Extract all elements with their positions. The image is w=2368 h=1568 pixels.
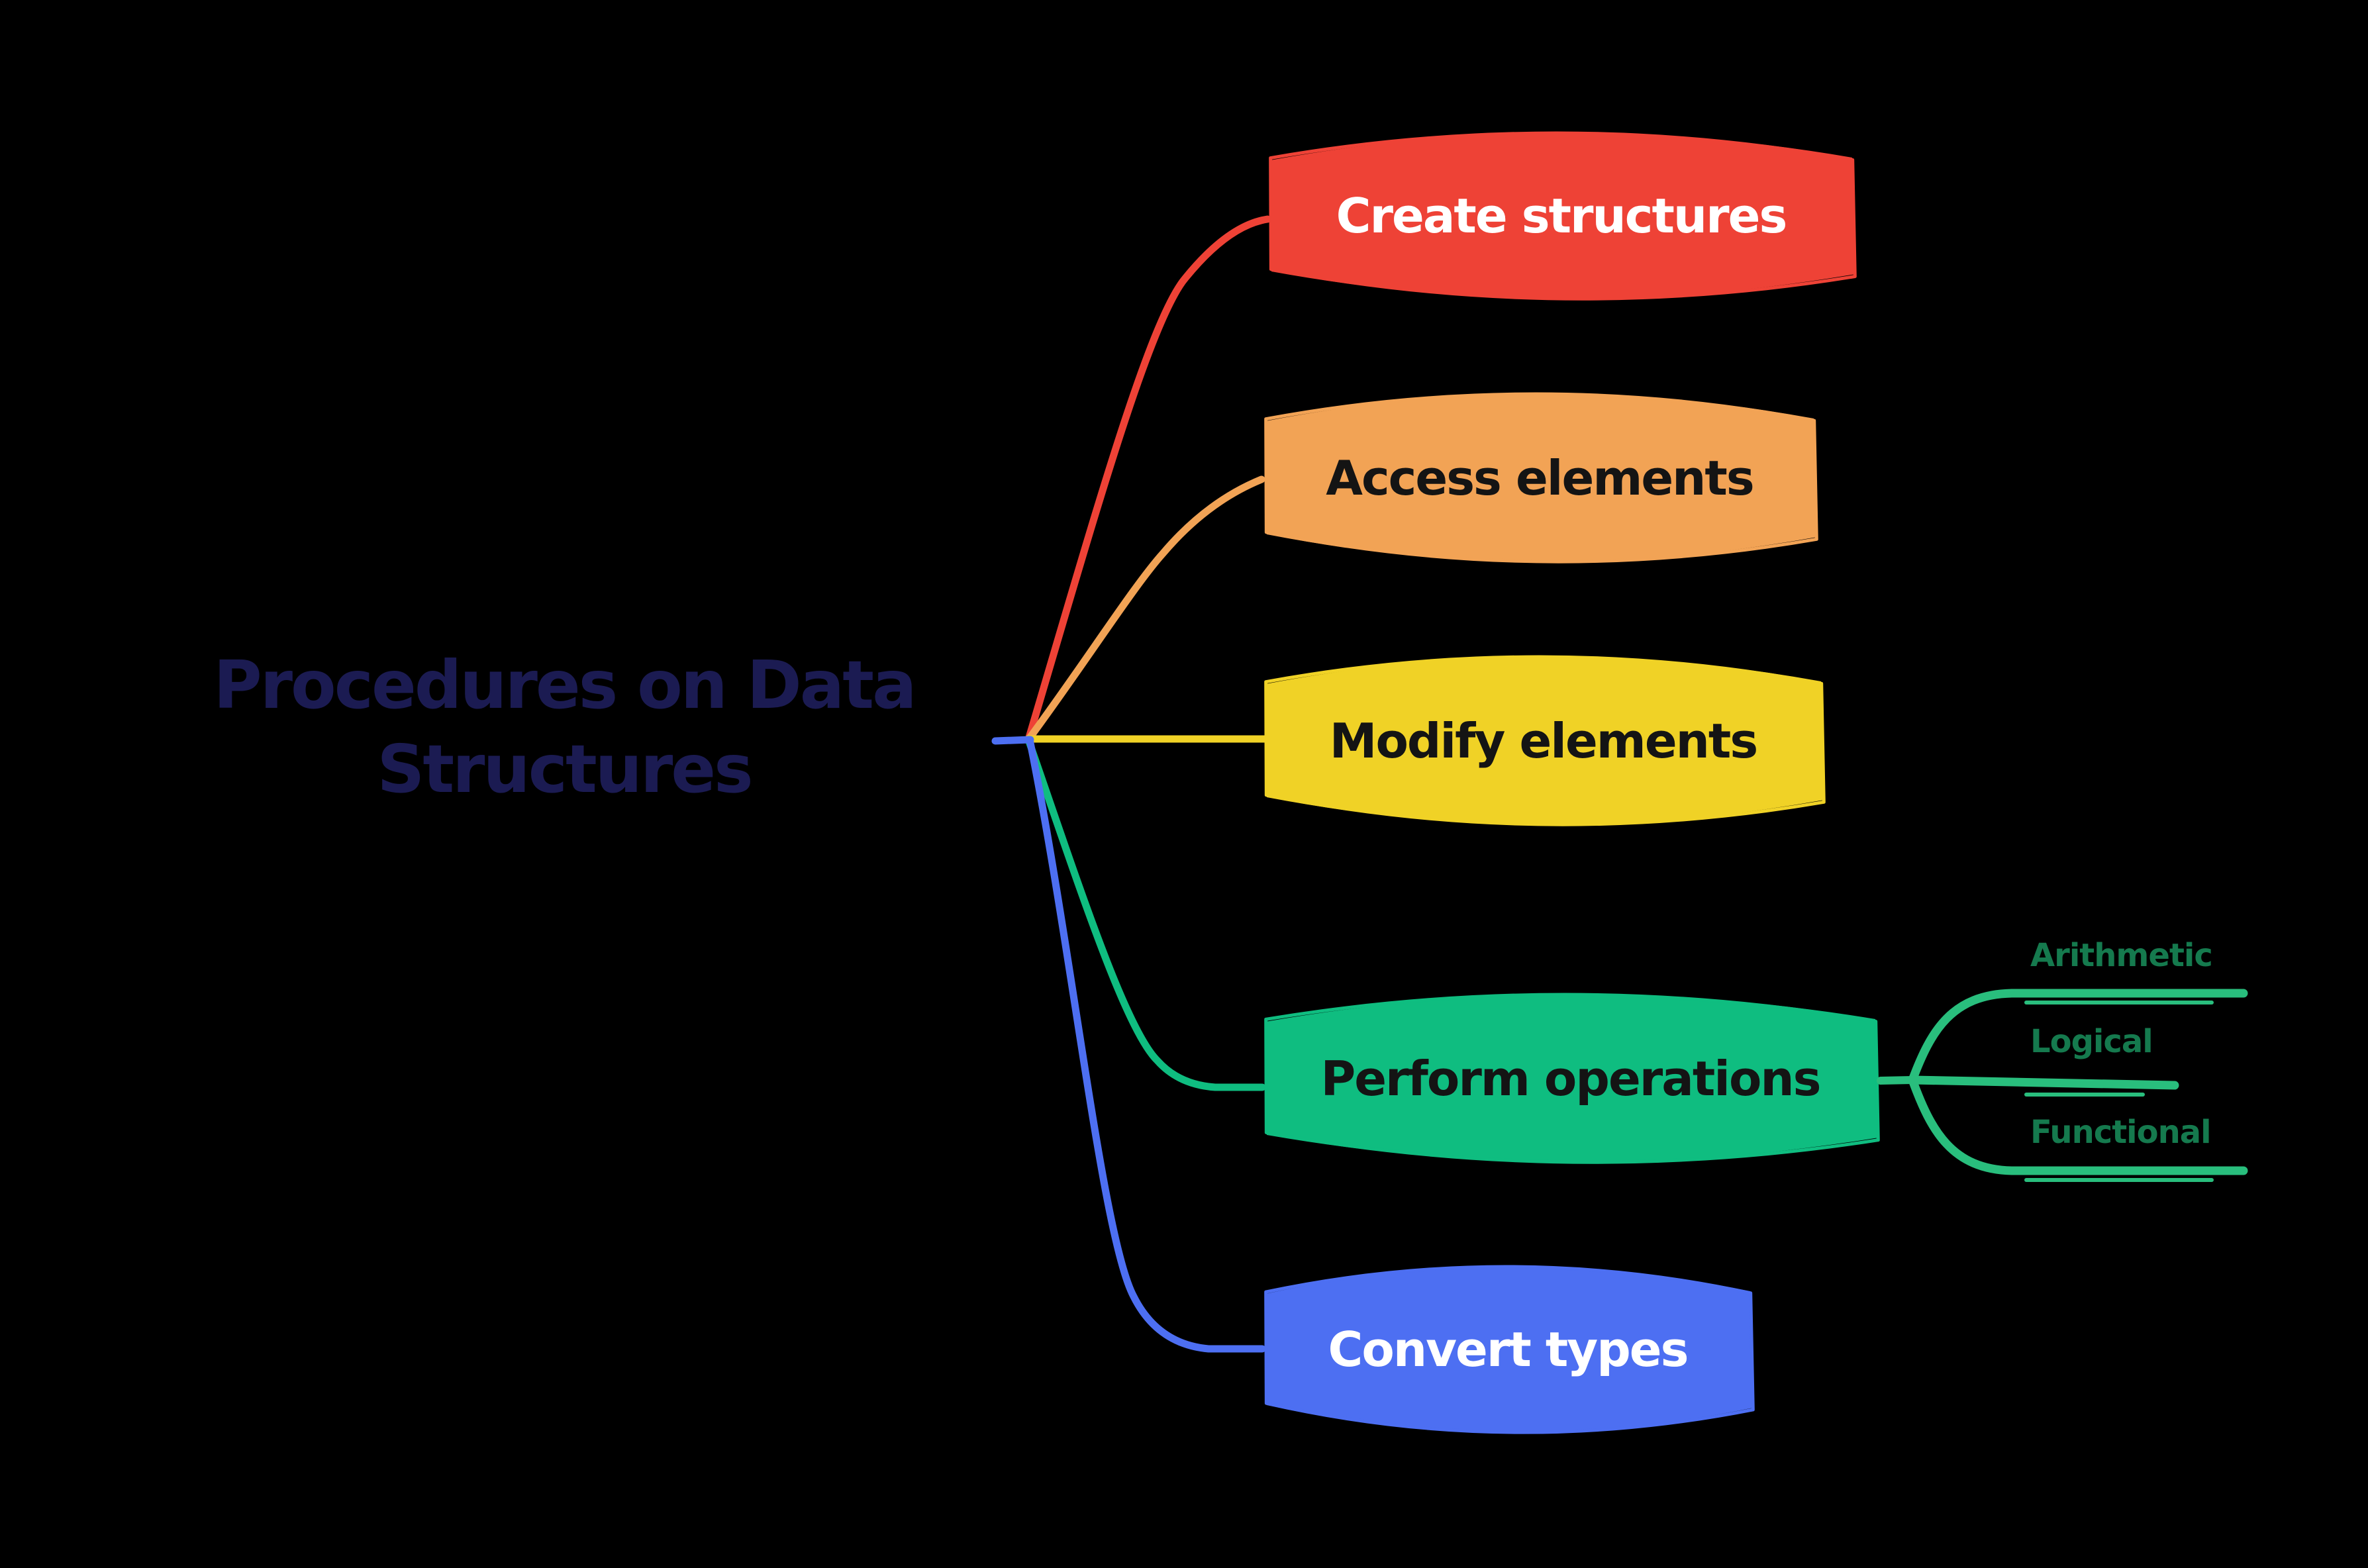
branch-node-shape-modify-elements[interactable]: [1265, 656, 1824, 825]
branch-node-shape-perform-operations[interactable]: [1265, 994, 1879, 1163]
root-connector-stub: [991, 736, 1034, 745]
subtopic-arithmetic[interactable]: Arithmetic: [2030, 936, 2213, 975]
subtopic-connector-stub: [1877, 1076, 1916, 1085]
branch-node-sketch-convert-types: [1264, 1265, 1755, 1434]
branch-node-sketch-perform-operations: [1264, 993, 1880, 1164]
connector-perform-operations: [1024, 736, 1266, 1091]
branch-label-text: Modify elements: [1329, 712, 1758, 769]
branch-label-text: Create structures: [1336, 188, 1788, 244]
branch-node-access-elements[interactable]: Access elements: [1260, 391, 1819, 565]
subtopic-label-text: Arithmetic: [2030, 937, 2213, 974]
branch-node-perform-operations[interactable]: Perform operations: [1260, 991, 1881, 1165]
subtopic-logical[interactable]: Logical: [2030, 1022, 2153, 1061]
branch-label-text: Perform operations: [1320, 1050, 1821, 1106]
branch-node-create-structures[interactable]: Create structures: [1265, 130, 1857, 302]
branch-node-shape-convert-types[interactable]: [1265, 1266, 1753, 1433]
connector-create-structures: [1024, 215, 1271, 744]
connector-access-elements: [1024, 475, 1265, 744]
branch-node-sketch-modify-elements: [1264, 655, 1826, 826]
subtopic-label-text: Logical: [2030, 1023, 2153, 1060]
subtopic-label-text: Functional: [2030, 1114, 2212, 1151]
branch-node-shape-create-structures[interactable]: [1270, 132, 1855, 299]
central-topic-label: Procedures on Data Structures: [213, 646, 916, 808]
branch-node-shape-access-elements[interactable]: [1265, 393, 1817, 562]
subtopic-connector-logical: [1908, 1075, 2179, 1090]
branch-node-modify-elements[interactable]: Modify elements: [1260, 654, 1826, 828]
branch-node-sketch-create-structures: [1269, 131, 1857, 301]
branch-label-text: Convert types: [1328, 1322, 1689, 1377]
subtopic-connector-arithmetic: [1908, 989, 2248, 1085]
connector-convert-types: [1026, 736, 1266, 1353]
branch-node-convert-types[interactable]: Convert types: [1260, 1263, 1755, 1436]
subtopic-functional[interactable]: Functional: [2030, 1112, 2212, 1152]
branch-node-sketch-access-elements: [1264, 392, 1818, 564]
branch-label-text: Access elements: [1326, 450, 1754, 506]
central-topic-node[interactable]: Procedures on Data Structures: [167, 641, 962, 813]
subtopic-connector-functional: [1908, 1075, 2248, 1175]
